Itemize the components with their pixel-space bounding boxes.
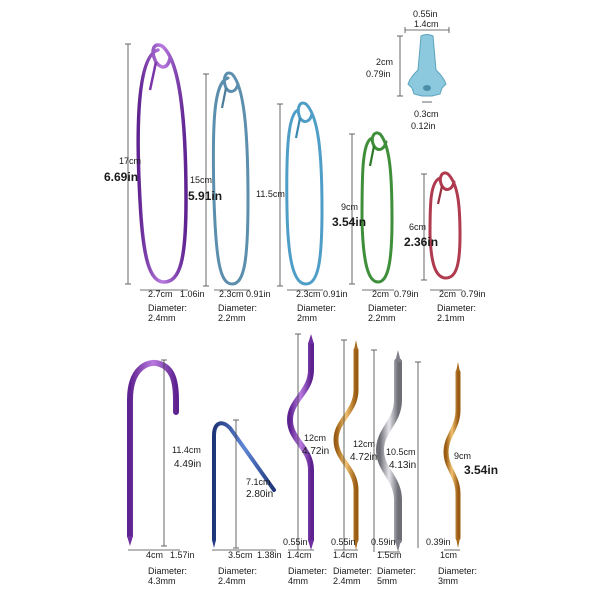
holder-1-diameter: Diameter: 2.4mm bbox=[148, 303, 187, 324]
holder-4-length-cm: 9cm bbox=[341, 202, 359, 212]
holder-5-width-cm: 2cm bbox=[439, 289, 457, 299]
needle-3-width-in: 0.55in bbox=[283, 537, 308, 547]
holder-5-length-in: 2.36in bbox=[404, 235, 439, 249]
holder-2-diameter: Diameter: 2.2mm bbox=[218, 303, 257, 324]
holder-2-length-in: 5.91in bbox=[188, 189, 223, 203]
holder-5-width-in: 0.79in bbox=[461, 289, 486, 299]
diameter-label: Diameter: bbox=[368, 303, 408, 313]
cap-height-cm: 2cm bbox=[376, 57, 394, 67]
holder-3-diameter: Diameter: 2mm bbox=[297, 303, 336, 324]
holder-2-length-cm: 15cm bbox=[190, 175, 213, 185]
holder-4-width-cm: 2cm bbox=[372, 289, 390, 299]
needle-2-length-in: 2.80in bbox=[246, 489, 274, 500]
needle-1-width-cm: 4cm bbox=[146, 550, 164, 560]
holder-4-length-in: 3.54in bbox=[332, 215, 367, 229]
cable-needle-wave-gold-small bbox=[443, 362, 461, 548]
needle-5-length-cm: 10.5cm bbox=[386, 447, 416, 457]
diameter-value: 3mm bbox=[438, 576, 458, 587]
needle-3-length-cm: 12cm bbox=[304, 433, 327, 443]
needle-2-width-cm: 3.5cm bbox=[228, 550, 253, 560]
needle-2-diameter: Diameter: 2.4mm bbox=[218, 566, 257, 587]
holder-dimension-lines bbox=[125, 43, 462, 291]
diameter-value: 2.2mm bbox=[218, 313, 246, 324]
cable-needle-wave-purple bbox=[286, 334, 314, 550]
cable-needle-dimension-lines bbox=[128, 333, 460, 553]
diameter-label: Diameter: bbox=[148, 566, 188, 576]
holder-5-length-cm: 6cm bbox=[409, 222, 427, 232]
diameter-value: 2mm bbox=[297, 313, 317, 324]
holder-4-width-in: 0.79in bbox=[394, 289, 419, 299]
needle-4-length-cm: 12cm bbox=[353, 439, 376, 449]
holder-2-width-in: 0.91in bbox=[246, 289, 271, 299]
cap-dimension-lines bbox=[397, 27, 450, 103]
diameter-value: 4mm bbox=[288, 576, 308, 587]
diameter-value: 5mm bbox=[377, 576, 397, 587]
needle-4-width-in: 0.55in bbox=[331, 537, 356, 547]
needle-1-length-cm: 11.4cm bbox=[172, 445, 201, 455]
point-protector-cap bbox=[407, 34, 447, 97]
diameter-value: 2.4mm bbox=[148, 313, 176, 324]
holder-4-diameter: Diameter: 2.2mm bbox=[368, 303, 407, 324]
needle-6-diameter: Diameter: 3mm bbox=[438, 566, 477, 587]
holder-3-width-in: 0.91in bbox=[323, 289, 348, 299]
needle-4-diameter: Diameter: 2.4mm bbox=[333, 566, 372, 587]
diameter-value: 2.4mm bbox=[218, 576, 246, 587]
diameter-label: Diameter: bbox=[218, 566, 258, 576]
needle-1-diameter: Diameter: 4.3mm bbox=[148, 566, 187, 587]
stitch-holder-6cm bbox=[428, 171, 462, 280]
holder-1-width-cm: 2.7cm bbox=[148, 289, 173, 299]
diameter-label: Diameter: bbox=[297, 303, 337, 313]
holder-1-length-in: 6.69in bbox=[104, 170, 139, 184]
cap-hole-cm: 0.3cm bbox=[414, 109, 439, 119]
needle-6-width-cm: 1cm bbox=[440, 550, 458, 560]
diameter-label: Diameter: bbox=[148, 303, 188, 313]
cable-needle-wave-silver bbox=[375, 350, 402, 552]
needle-3-length-in: 4.72in bbox=[302, 446, 330, 457]
needle-6-width-in: 0.39in bbox=[426, 537, 451, 547]
cap-width-cm: 1.4cm bbox=[414, 19, 439, 29]
diameter-value: 2.2mm bbox=[368, 313, 396, 324]
diameter-label: Diameter: bbox=[218, 303, 258, 313]
stitch-holder-15cm bbox=[211, 71, 250, 286]
cable-needle-v-shape bbox=[212, 421, 276, 548]
needle-5-width-in: 0.59in bbox=[371, 537, 396, 547]
needle-3-diameter: Diameter: 4mm bbox=[288, 566, 327, 587]
needle-1-length-in: 4.49in bbox=[174, 459, 202, 470]
cable-needle-wave-gold bbox=[333, 340, 359, 550]
needle-2-width-in: 1.38in bbox=[257, 550, 282, 560]
needle-5-length-in: 4.13in bbox=[389, 460, 417, 471]
holder-3-length-cm: 11.5cm bbox=[256, 189, 285, 199]
stitch-holder-9cm bbox=[360, 131, 394, 284]
needle-5-diameter: Diameter: 5mm bbox=[377, 566, 416, 587]
diameter-value: 2.4mm bbox=[333, 576, 361, 587]
diameter-label: Diameter: bbox=[377, 566, 417, 576]
needle-3-width-cm: 1.4cm bbox=[287, 550, 312, 560]
cap-height-in: 0.79in bbox=[366, 69, 391, 79]
holder-3-width-cm: 2.3cm bbox=[296, 289, 321, 299]
holder-2-width-cm: 2.3cm bbox=[219, 289, 244, 299]
holder-1-width-in: 1.06in bbox=[180, 289, 205, 299]
holder-5-diameter: Diameter: 2.1mm bbox=[437, 303, 476, 324]
stitch-holder-17cm bbox=[136, 43, 188, 284]
diameter-label: Diameter: bbox=[438, 566, 478, 576]
needle-2-length-cm: 7.1cm bbox=[246, 477, 271, 487]
holder-1-length-cm: 17cm bbox=[119, 156, 142, 166]
needle-4-length-in: 4.72in bbox=[350, 452, 378, 463]
diameter-value: 2.1mm bbox=[437, 313, 465, 324]
needle-6-length-in: 3.54in bbox=[464, 463, 499, 477]
needle-6-length-cm: 9cm bbox=[454, 451, 472, 461]
needle-5-width-cm: 1.5cm bbox=[377, 550, 402, 560]
diameter-label: Diameter: bbox=[288, 566, 328, 576]
diameter-label: Diameter: bbox=[333, 566, 373, 576]
diameter-label: Diameter: bbox=[437, 303, 477, 313]
stitch-holder-11-5cm bbox=[285, 101, 324, 286]
needle-4-width-cm: 1.4cm bbox=[333, 550, 358, 560]
cap-hole-in: 0.12in bbox=[411, 121, 436, 131]
cable-needle-u-shape bbox=[127, 360, 179, 546]
cap-width-in: 0.55in bbox=[413, 9, 438, 19]
diameter-value: 4.3mm bbox=[148, 576, 176, 587]
needle-1-width-in: 1.57in bbox=[170, 550, 195, 560]
